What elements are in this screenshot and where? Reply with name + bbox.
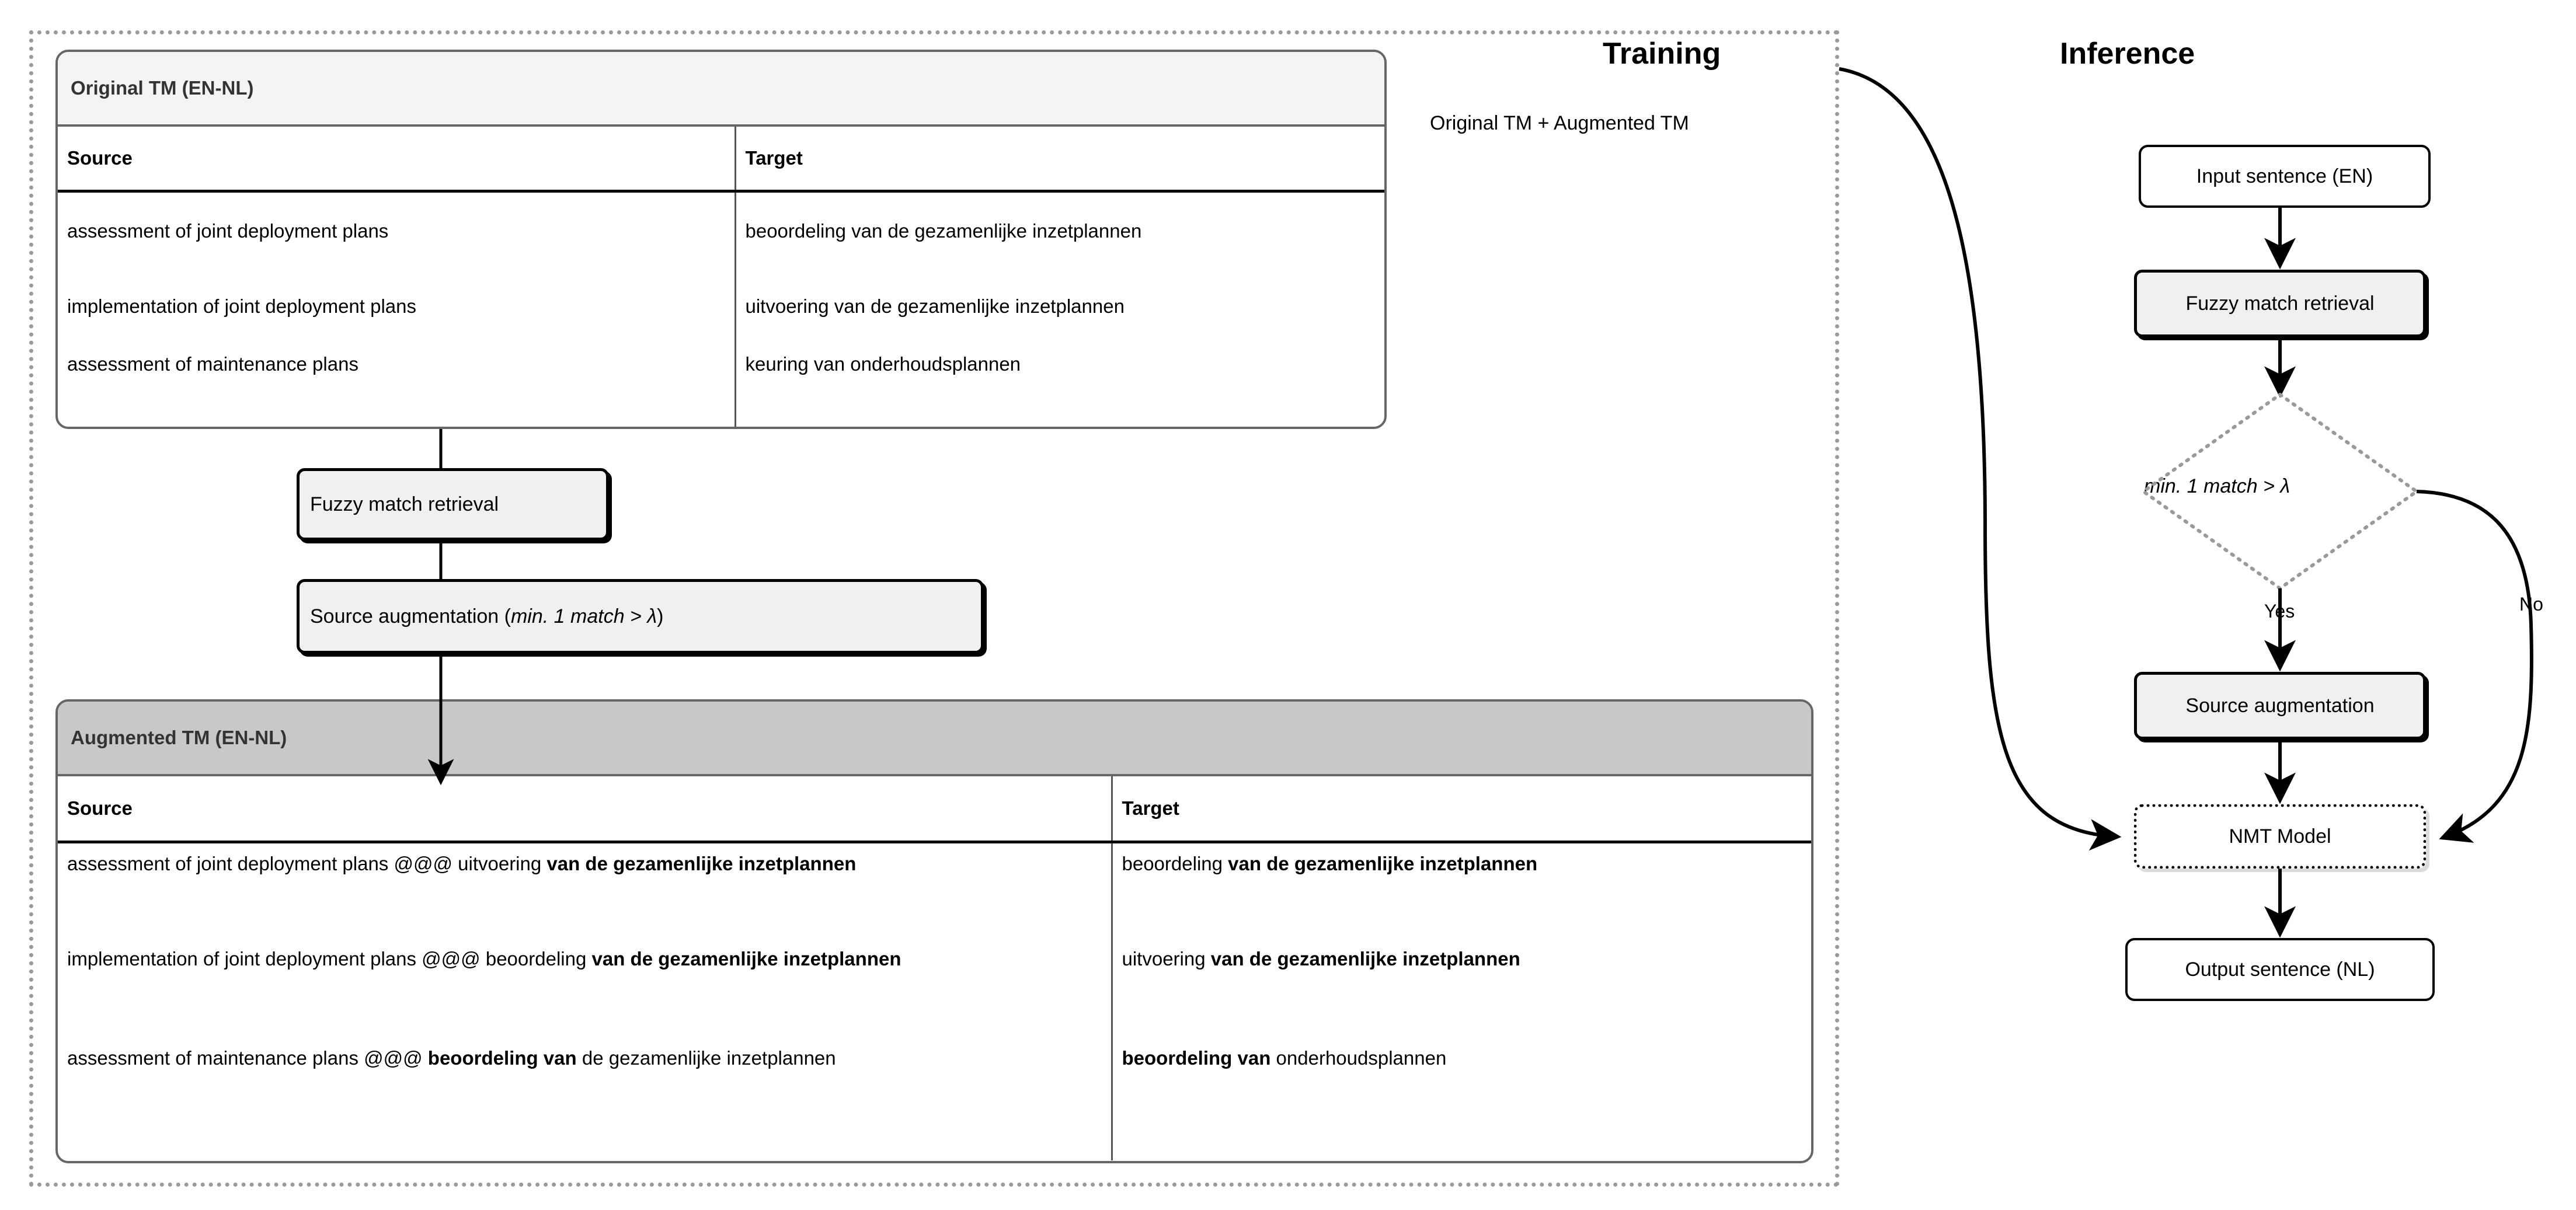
augmented-tm-caption: Augmented TM (EN-NL) [58,702,1811,776]
original-tm-cell-target: beoordeling van de gezamenlijke inzetpla… [745,220,1142,242]
edge-label-yes: Yes [2262,599,2297,623]
augmented-tm-col-target: Target [1122,797,1179,819]
augmented-tm-cell-target: beoordeling van onderhoudsplannen [1112,1038,1811,1160]
inference-decision-label: min. 1 match > λ [2144,475,2290,497]
original-tm-cell-source: assessment of joint deployment plans [58,191,736,270]
table-row: assessment of joint deployment plans @@@… [58,842,1811,939]
table-row: implementation of joint deployment plans… [58,270,1384,343]
inference-source-augmentation-label: Source augmentation [2185,694,2375,717]
cell-text-plain: onderhoudsplannen [1270,1047,1447,1069]
inference-nmt-model-label: NMT Model [2229,825,2331,848]
augmented-tm-table: Source Target assessment of joint deploy… [58,776,1811,1160]
cell-text-plain: de gezamenlijke inzetplannen [576,1047,836,1069]
cell-text-bold: van de gezamenlijke inzetplannen [546,852,857,874]
cell-text-plain: implementation of joint deployment plans… [67,948,592,970]
augmented-tm-cell-source: assessment of maintenance plans @@@ beoo… [58,1038,1113,1160]
augmented-tm-header-row: Source Target [58,776,1811,842]
cell-text-plain: beoordeling [1122,852,1228,874]
cell-text-plain: assessment of joint deployment plans @@@… [67,852,547,874]
original-tm-col-source: Source [58,127,736,191]
cell-text-bold: beoordeling van [1122,1047,1271,1069]
inference-nmt-model-box[interactable]: NMT Model [2134,804,2426,869]
table-row: assessment of joint deployment plans beo… [58,191,1384,270]
table-row: assessment of maintenance plans @@@ beoo… [58,1038,1811,1160]
training-fuzzy-match-retrieval-label: Fuzzy match retrieval [310,493,499,515]
training-source-augmentation-label: Source augmentation (min. 1 match > λ) [310,605,663,628]
original-tm-header-row: Source Target [58,127,1384,191]
inference-source-augmentation-box[interactable]: Source augmentation [2134,672,2426,740]
edge-training-to-nmt [1839,67,2122,851]
cell-text-bold: beoordeling van [427,1047,577,1069]
edge-label-no: No [2517,592,2546,616]
table-row: implementation of joint deployment plans… [58,939,1811,1038]
table-row: assessment of maintenance plans keuring … [58,343,1384,427]
cell-text-plain: assessment of maintenance plans @@@ [67,1047,428,1069]
cell-text-bold: van de gezamenlijke inzetplannen [1228,852,1538,874]
source-augmentation-suffix: ) [657,605,664,627]
training-section-frame [29,30,1839,1187]
inference-input-sentence-label: Input sentence (EN) [2196,165,2373,187]
original-tm-cell-source: assessment of maintenance plans [58,343,736,427]
augmented-tm-cell-target: uitvoering van de gezamenlijke inzetplan… [1112,939,1811,1038]
cell-text-plain: uitvoering [1122,948,1211,970]
inference-fuzzy-match-retrieval-label: Fuzzy match retrieval [2185,292,2375,315]
inference-fuzzy-match-retrieval-box[interactable]: Fuzzy match retrieval [2134,270,2426,337]
augmented-tm-cell-target: beoordeling van de gezamenlijke inzetpla… [1112,842,1811,939]
training-source-augmentation-box[interactable]: Source augmentation (min. 1 match > λ) [297,579,984,654]
edge-decision-no-to-nmt [2416,490,2533,843]
inference-output-sentence-box[interactable]: Output sentence (NL) [2125,938,2435,1001]
source-augmentation-prefix: Source augmentation ( [310,605,511,627]
original-tm-panel: Original TM (EN-NL) Source Target assess… [55,50,1387,429]
original-tm-cell-source: implementation of joint deployment plans [58,270,736,343]
training-fuzzy-match-retrieval-box[interactable]: Fuzzy match retrieval [297,468,609,541]
cell-text-bold: van de gezamenlijke inzetplannen [591,948,901,970]
training-title: Training [1603,37,1721,71]
augmented-tm-panel: Augmented TM (EN-NL) Source Target asses… [55,699,1813,1163]
original-tm-cell-target: keuring van onderhoudsplannen [745,353,1021,375]
augmented-tm-col-source: Source [58,776,1113,842]
augmented-tm-cell-source: implementation of joint deployment plans… [58,939,1113,1038]
original-tm-col-target: Target [745,147,803,169]
inference-input-sentence-box[interactable]: Input sentence (EN) [2139,145,2431,208]
source-augmentation-condition: min. 1 match > λ [510,605,657,627]
augmented-tm-cell-source: assessment of joint deployment plans @@@… [58,842,1113,939]
original-tm-caption: Original TM (EN-NL) [58,52,1384,127]
original-tm-cell-target: uitvoering van de gezamenlijke inzetplan… [745,295,1125,317]
cell-text-bold: van de gezamenlijke inzetplannen [1210,948,1520,970]
inference-output-sentence-label: Output sentence (NL) [2185,958,2375,981]
training-subtitle: Original TM + Augmented TM [1430,112,1689,134]
inference-title: Inference [2060,37,2195,71]
original-tm-table: Source Target assessment of joint deploy… [58,127,1384,427]
